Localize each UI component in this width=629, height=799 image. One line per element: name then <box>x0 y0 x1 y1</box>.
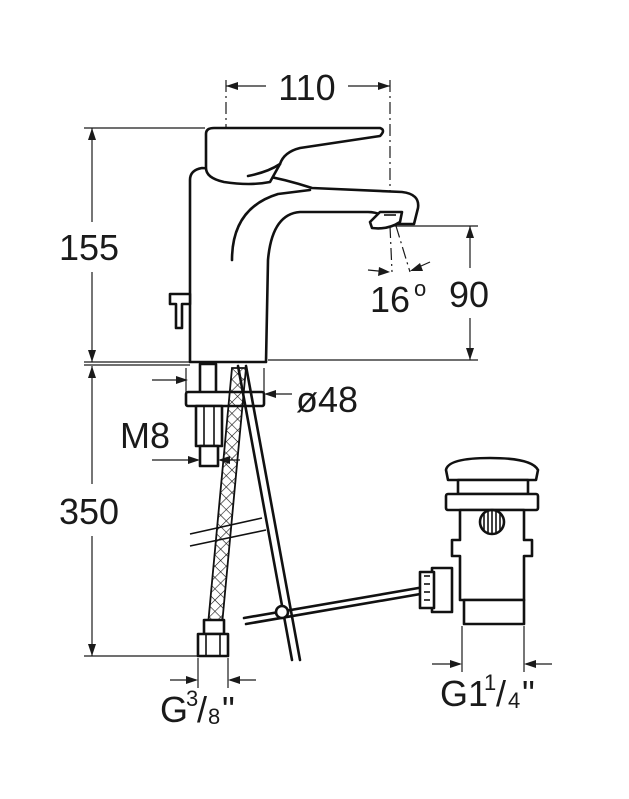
hose-connector-nut <box>196 632 230 658</box>
label-fitting-g38-slash: / <box>197 689 207 730</box>
label-fitting-g114-den: 4 <box>508 688 520 713</box>
rod-clamp <box>274 604 290 620</box>
braided-hose <box>189 367 267 658</box>
dimension-thread-m8: M8 <box>120 415 240 464</box>
label-fitting-g114-unit: " <box>522 673 535 714</box>
label-width-110: 110 <box>278 67 335 108</box>
label-fitting-g114-main: G1 <box>440 673 488 714</box>
label-diameter-48: ø48 <box>296 379 358 420</box>
dimension-height-155: 155 <box>59 127 205 363</box>
lever-handle <box>204 126 385 186</box>
label-angle-degree: o <box>414 276 426 301</box>
label-fitting-g38-den: 8 <box>208 704 220 729</box>
threaded-rod <box>198 444 220 468</box>
spout-aerator <box>368 210 404 230</box>
label-fitting-g114-slash: / <box>496 673 506 714</box>
dimension-height-90: 90 <box>268 225 489 361</box>
label-angle-16: 16 <box>370 279 410 320</box>
faucet-body <box>168 126 420 364</box>
dimension-diameter-48: ø48 <box>152 368 358 420</box>
dimension-fitting-g114: G1 1 / 4 " <box>432 626 552 714</box>
label-fitting-g38-main: G <box>160 689 188 730</box>
mounting-nut <box>194 404 224 448</box>
waste-drain <box>418 456 540 626</box>
label-height-155: 155 <box>59 227 119 268</box>
drain-flange <box>444 492 540 512</box>
popup-rod-knob <box>168 292 192 330</box>
dimension-angle-16: 16 o <box>367 225 431 320</box>
drain-cap <box>444 456 540 482</box>
faucet-main-body <box>188 166 420 364</box>
popup-rod <box>236 364 434 662</box>
hose-ferrule <box>202 618 226 636</box>
drain-tail-thread <box>462 598 526 626</box>
stud-upper <box>198 362 218 396</box>
dimension-fitting-g38: G 3 / 8 " <box>160 658 256 730</box>
label-length-350: 350 <box>59 491 119 532</box>
label-fitting-g38-num: 3 <box>186 686 198 711</box>
dimension-length-350: 350 <box>59 364 198 657</box>
label-fitting-g114-num: 1 <box>484 670 496 695</box>
label-fitting-g38-unit: " <box>222 689 235 730</box>
label-thread-m8: M8 <box>120 415 170 456</box>
label-height-90: 90 <box>449 274 489 315</box>
